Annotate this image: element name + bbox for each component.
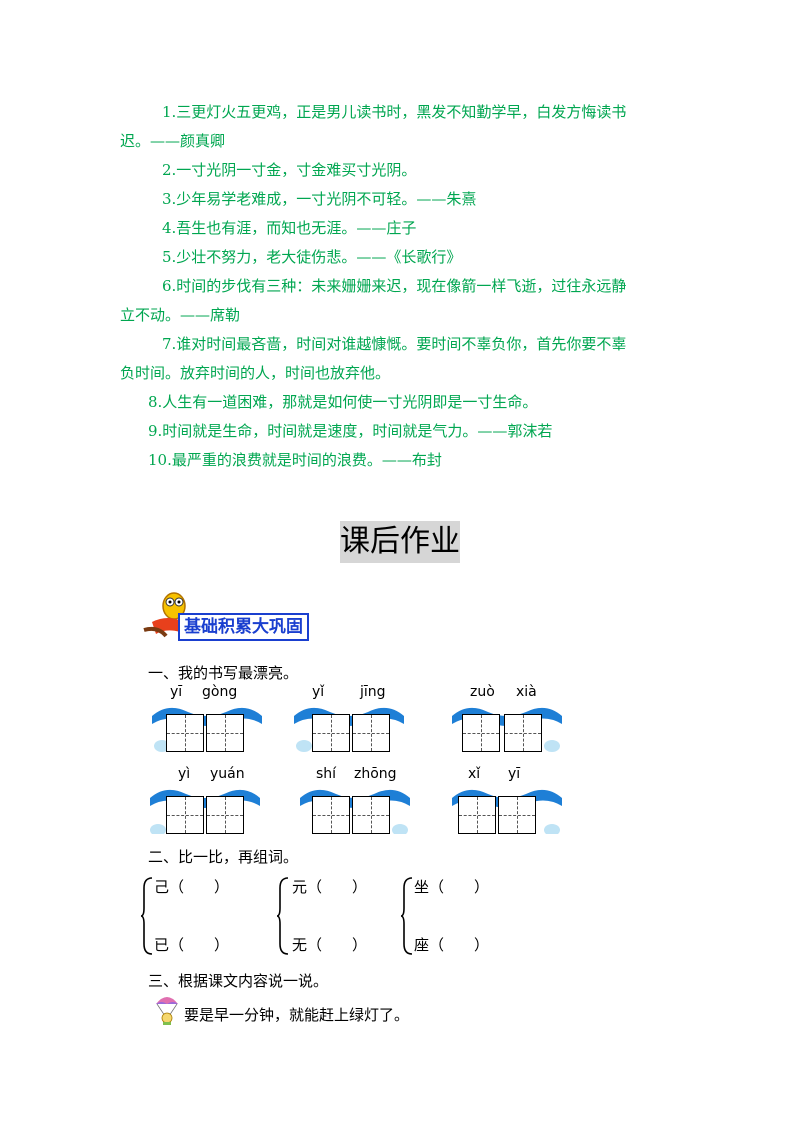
writing-grid-box[interactable]: [312, 714, 350, 752]
writing-grid-box[interactable]: [206, 796, 244, 834]
sentence-text: 要是早一分钟，就能赶上绿灯了。: [184, 1006, 410, 1024]
writing-grid-box[interactable]: [166, 714, 204, 752]
pinyin-label: zhōng: [354, 766, 397, 782]
writing-card-6: xǐ yī: [448, 766, 566, 836]
writing-grid-box[interactable]: [352, 714, 390, 752]
brace-icon: [140, 877, 153, 955]
quote-7: 7.谁对时间最吝啬，时间对谁越慷慨。要时间不辜负你，首先你要不辜: [162, 335, 627, 353]
pinyin-label: shí: [316, 766, 337, 782]
writing-card-4: yì yuán: [146, 766, 264, 836]
writing-grid-box[interactable]: [462, 714, 500, 752]
pinyin-label: yī: [508, 766, 521, 782]
writing-grid-box[interactable]: [352, 796, 390, 834]
pinyin-label: zuò: [470, 684, 495, 700]
section-3-title: 三、根据课文内容说一说。: [148, 972, 329, 990]
quote-2: 2.一寸光阴一寸金，寸金难买寸光阴。: [162, 161, 417, 179]
pinyin-label: xǐ: [468, 766, 481, 782]
quote-9: 9.时间就是生命，时间就是速度，时间就是气力。——郭沫若: [148, 422, 553, 440]
pinyin-label: yuán: [210, 766, 245, 782]
quotes-list: 1.三更灯火五更鸡，正是男儿读书时，黑发不知勤学早，白发方悔读书 迟。——颜真卿…: [120, 98, 700, 475]
parachute-icon: [156, 997, 178, 1025]
writing-card-1: yī gòng: [148, 684, 266, 754]
pinyin-label: xià: [516, 684, 537, 700]
writing-grid-box[interactable]: [166, 796, 204, 834]
quote-8: 8.人生有一道困难，那就是如何使一寸光阴即是一寸生命。: [148, 393, 538, 411]
writing-grid-box[interactable]: [312, 796, 350, 834]
brace-icon: [400, 877, 413, 955]
compare-char-bottom[interactable]: 无（ ）: [292, 936, 368, 954]
quote-3: 3.少年易学老难成，一寸光阴不可轻。——朱熹: [162, 190, 477, 208]
compare-char-bottom[interactable]: 已（ ）: [154, 936, 230, 954]
pinyin-label: yì: [178, 766, 191, 782]
compare-char-bottom[interactable]: 座（ ）: [414, 936, 490, 954]
writing-grid-box[interactable]: [504, 714, 542, 752]
quote-5: 5.少壮不努力，老大徒伤悲。——《长歌行》: [162, 248, 462, 266]
pinyin-label: jīng: [360, 684, 386, 700]
writing-card-3: zuò xià: [448, 684, 566, 754]
compare-char-top[interactable]: 己（ ）: [154, 878, 230, 896]
writing-grid-box[interactable]: [498, 796, 536, 834]
quote-4: 4.吾生也有涯，而知也无涯。——庄子: [162, 219, 417, 237]
banner-label: 基础积累大巩固: [178, 613, 309, 641]
brace-icon: [276, 877, 289, 955]
pinyin-label: gòng: [202, 684, 238, 700]
writing-grid-box[interactable]: [458, 796, 496, 834]
pinyin-label: yī: [170, 684, 183, 700]
writing-grid-box[interactable]: [206, 714, 244, 752]
quote-1: 1.三更灯火五更鸡，正是男儿读书时，黑发不知勤学早，白发方悔读书: [162, 103, 627, 121]
compare-char-top[interactable]: 元（ ）: [292, 878, 368, 896]
writing-card-5: shí zhōng: [296, 766, 414, 836]
writing-card-2: yǐ jīng: [290, 684, 408, 754]
quote-6-cont: 立不动。——席勒: [120, 306, 241, 324]
compare-char-top[interactable]: 坐（ ）: [414, 878, 490, 896]
section-banner: 基础积累大巩固: [138, 588, 318, 648]
quote-6: 6.时间的步伐有三种：未来姗姗来迟，现在像箭一样飞逝，过往永远静: [162, 277, 627, 295]
quote-10: 10.最严重的浪费就是时间的浪费。——布封: [148, 451, 442, 469]
section-1-title: 一、我的书写最漂亮。: [148, 664, 299, 682]
homework-title: 课后作业: [340, 521, 460, 563]
section-2-title: 二、比一比，再组词。: [148, 848, 299, 866]
quote-7-cont: 负时间。放弃时间的人，时间也放弃他。: [120, 364, 391, 382]
pinyin-label: yǐ: [312, 684, 325, 700]
quote-1-cont: 迟。——颜真卿: [120, 132, 226, 150]
